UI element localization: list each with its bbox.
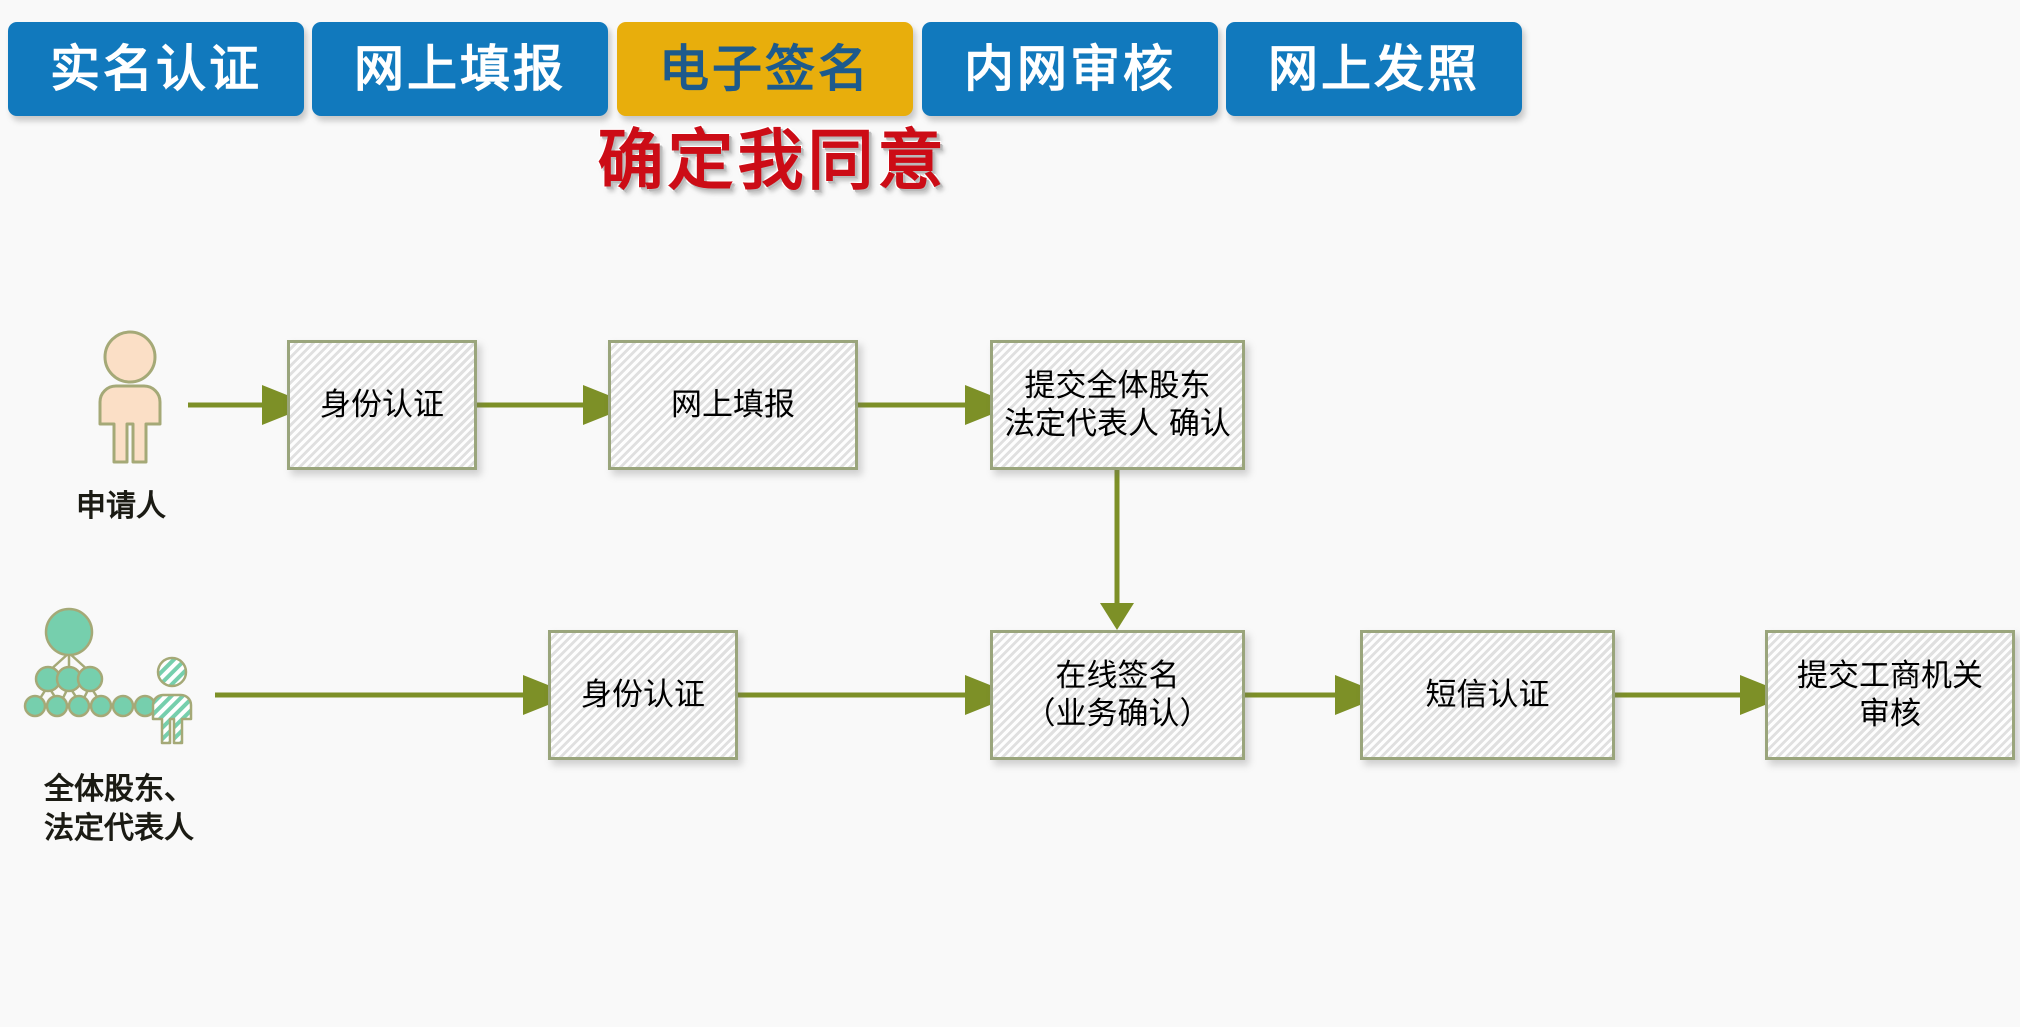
flow-node-label: 提交全体股东 法定代表人 确认 <box>1004 367 1231 442</box>
flow-node-label: 身份认证 <box>581 676 705 713</box>
tab-label: 实名认证 <box>50 41 262 97</box>
person-icon <box>70 330 190 465</box>
tab-wangshang-tianbao[interactable]: 网上填报 <box>312 22 608 116</box>
step-tab-bar: 实名认证 网上填报 电子签名 内网审核 网上发照 <box>0 22 2020 122</box>
actor-label-applicant: 申请人 <box>76 489 166 524</box>
flow-node-label: 短信认证 <box>1425 676 1550 713</box>
flow-node-label: 提交工商机关 审核 <box>1797 657 1983 732</box>
flow-node-online-signature[interactable]: 在线签名 （业务确认） <box>990 630 1245 760</box>
tab-neiwang-shenhe[interactable]: 内网审核 <box>922 22 1218 116</box>
flow-node-identity-verification-lane2[interactable]: 身份认证 <box>548 630 738 760</box>
page-title: 确定我同意 <box>597 123 948 197</box>
org-hierarchy-icon <box>22 600 232 750</box>
actor-label-shareholders: 全体股东、 法定代表人 <box>44 772 194 846</box>
flow-node-identity-verification-lane1[interactable]: 身份认证 <box>287 340 477 470</box>
tab-label: 电子签名 <box>659 41 871 97</box>
connector-submit-confirm-to-online-sign <box>1100 470 1134 630</box>
flow-node-label: 在线签名 （业务确认） <box>1024 657 1211 732</box>
flow-node-label: 网上填报 <box>671 386 795 423</box>
flow-node-submit-shareholder-confirmation[interactable]: 提交全体股东 法定代表人 确认 <box>990 340 1245 470</box>
tab-shiming-renzheng[interactable]: 实名认证 <box>8 22 304 116</box>
flow-node-online-form[interactable]: 网上填报 <box>608 340 858 470</box>
flow-node-sms-verification[interactable]: 短信认证 <box>1360 630 1615 760</box>
tab-label: 网上发照 <box>1268 41 1480 97</box>
tab-label: 网上填报 <box>354 41 566 97</box>
flow-node-label: 身份认证 <box>320 386 444 423</box>
tab-wangshang-fazhao[interactable]: 网上发照 <box>1226 22 1522 116</box>
tab-label: 内网审核 <box>964 41 1176 97</box>
flow-node-submit-authority-review[interactable]: 提交工商机关 审核 <box>1765 630 2015 760</box>
tab-dianzi-qianming-active[interactable]: 电子签名 <box>617 22 913 116</box>
